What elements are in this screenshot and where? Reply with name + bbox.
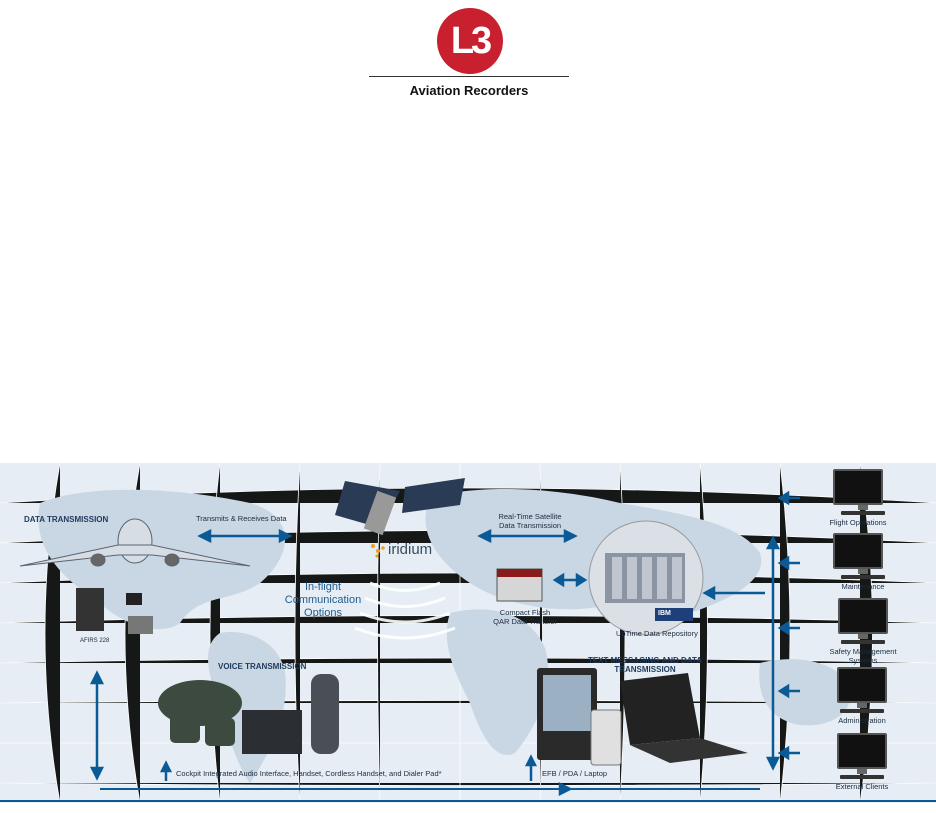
uptime-repository-label: UpTime Data Repository bbox=[616, 629, 698, 638]
pda-icon bbox=[590, 709, 622, 766]
communication-diagram: DATA TRANSMISSION Transmits & Receives D… bbox=[0, 463, 936, 803]
monitor-icon bbox=[833, 533, 883, 569]
laptop-icon bbox=[620, 673, 700, 745]
logo-subtitle: Aviation Recorders bbox=[409, 83, 529, 98]
voice-transmission-heading: VOICE TRANSMISSION bbox=[218, 662, 307, 671]
data-transmission-heading: DATA TRANSMISSION bbox=[24, 515, 109, 524]
compact-flash-label: Compact Flash QAR Data Transfer bbox=[493, 608, 557, 626]
l3-logo: L3 bbox=[437, 8, 503, 74]
monitor-icon bbox=[837, 667, 887, 703]
airplane-icon bbox=[19, 518, 251, 567]
transmits-receives-label: Transmits & Receives Data bbox=[196, 514, 287, 523]
client-flight-operations: Flight Operations bbox=[829, 469, 893, 527]
iridium-label: iridium bbox=[388, 541, 433, 558]
world-map-background bbox=[0, 463, 936, 803]
logo-divider bbox=[369, 76, 569, 77]
afirs-label: AFIRS 228 bbox=[80, 638, 110, 644]
client-safety-management: Safety Management Systems bbox=[820, 598, 906, 665]
satellite-icon bbox=[335, 478, 465, 536]
headset-icon bbox=[158, 680, 242, 746]
dialer-pad-icon bbox=[242, 710, 302, 754]
logo-mark: L3 bbox=[450, 19, 492, 62]
ibm-label: IBM bbox=[658, 610, 671, 617]
handset-icon bbox=[311, 674, 339, 754]
monitor-icon bbox=[833, 469, 883, 505]
cockpit-caption: Cockpit Integrated Audio Interface, Hand… bbox=[176, 769, 442, 778]
bottom-rule bbox=[0, 800, 936, 802]
monitor-icon bbox=[837, 733, 887, 769]
client-administration: Administration bbox=[826, 667, 898, 725]
inflight-options-label: In-flight Communication Options bbox=[284, 581, 362, 619]
efb-caption: EFB / PDA / Laptop bbox=[542, 769, 608, 778]
text-messaging-heading: TEXT MESSAGING AND DATA TRANSMISSION bbox=[587, 656, 703, 674]
client-maintenance: Maintenance bbox=[833, 533, 893, 591]
real-time-satellite-label: Real-Time Satellite Data Transmission bbox=[498, 512, 562, 530]
afirs-device-icon bbox=[76, 588, 104, 631]
client-external-clients: External Clients bbox=[826, 733, 898, 791]
monitor-icon bbox=[838, 598, 888, 634]
